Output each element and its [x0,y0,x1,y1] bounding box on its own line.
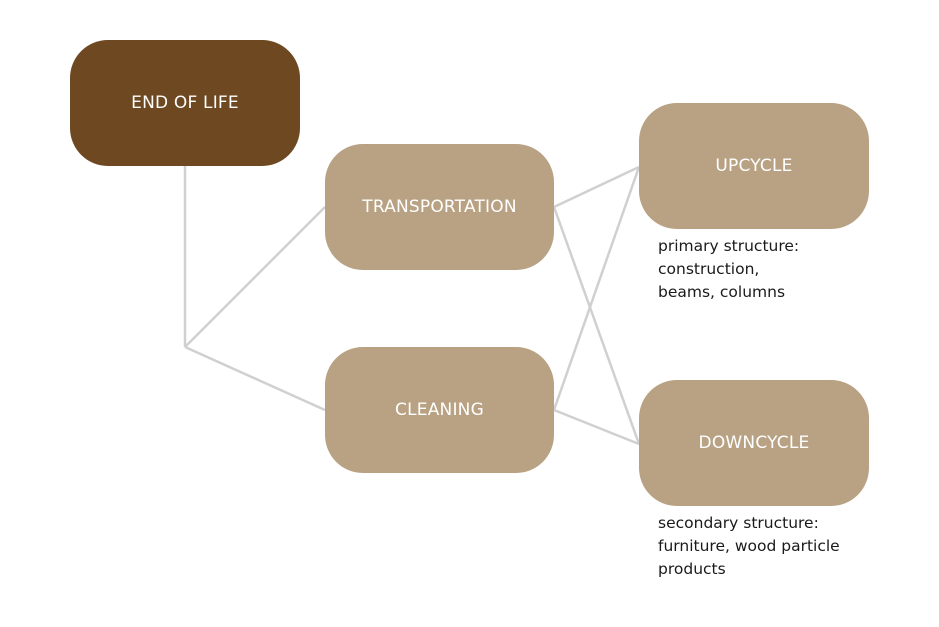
connector-transportation-to-downcycle [552,206,641,445]
downcycle-label: DOWNCYCLE [698,433,810,453]
connector-junction-to-cleaning [184,345,326,412]
connector-cleaning-to-upcycle [552,166,641,411]
downcycle-description: secondary structure: furniture, wood par… [658,514,840,578]
end-of-life-label: END OF LIFE [131,93,239,113]
upcycle-description: primary structure: construction, beams, … [658,237,800,301]
upcycle-label: UPCYCLE [715,156,793,176]
upcycle-node: UPCYCLE [639,103,869,229]
end-of-life-node: END OF LIFE [70,40,300,166]
connector-transportation-to-upcycle [553,165,640,209]
cleaning-node: CLEANING [325,347,554,473]
connector-cleaning-to-downcycle [553,408,640,446]
transportation-node: TRANSPORTATION [325,144,554,270]
downcycle-node: DOWNCYCLE [639,380,869,506]
transportation-label: TRANSPORTATION [362,197,517,217]
cleaning-label: CLEANING [395,400,484,420]
connector-junction-to-transportation [184,206,326,348]
